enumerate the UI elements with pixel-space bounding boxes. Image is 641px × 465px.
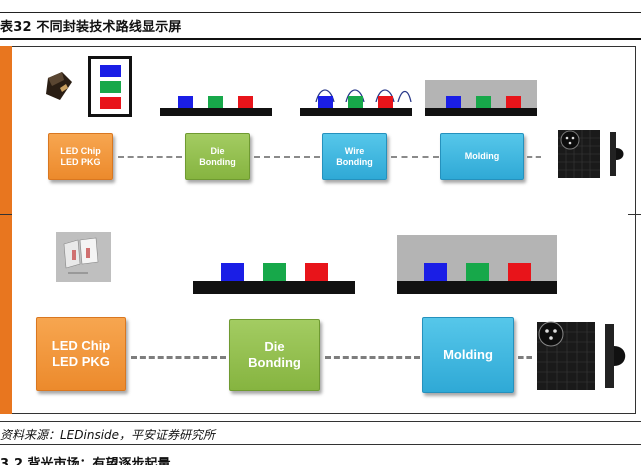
step-die-bonding: Die Bonding <box>185 133 250 180</box>
blue-chip <box>178 96 193 108</box>
header-top-rule <box>0 12 641 13</box>
header-bottom-rule <box>0 38 641 40</box>
step-wire-bonding: Wire Bonding <box>322 133 387 180</box>
footer-rule-bottom <box>0 444 641 445</box>
step-die-bonding: Die Bonding <box>229 319 320 391</box>
row-divider-left <box>0 214 12 215</box>
footer-rule <box>0 421 641 422</box>
blue-chip <box>318 96 333 108</box>
red-chip <box>238 96 253 108</box>
blue-chip <box>100 65 121 77</box>
left-accent-strip <box>0 46 12 414</box>
flow-connector <box>254 156 320 158</box>
red-chip <box>506 96 521 108</box>
section-heading: 3.2 背光市场：有望逐步起量 <box>0 457 171 465</box>
flow-connector <box>325 356 420 359</box>
step-led-chip-pkg: LED Chip LED PKG <box>48 133 113 180</box>
smd-package-photo <box>56 232 111 282</box>
green-chip <box>348 96 363 108</box>
flow-connector <box>518 356 532 359</box>
substrate-bar <box>397 281 557 294</box>
flow-connector <box>391 156 439 158</box>
blue-chip <box>221 263 244 281</box>
blue-chip <box>424 263 447 281</box>
green-chip <box>263 263 286 281</box>
figure-title: 表32 不同封装技术路线显示屏 <box>0 20 182 35</box>
green-chip <box>100 81 121 93</box>
substrate-bar <box>160 108 272 116</box>
red-chip <box>508 263 531 281</box>
step-molding: Molding <box>440 133 524 180</box>
flow-connector <box>118 156 182 158</box>
step-molding: Molding <box>422 317 514 393</box>
display-module-icon <box>537 321 626 390</box>
flow-connector <box>527 156 541 158</box>
source-note: 资料来源：LEDinside，平安证券研究所 <box>0 428 216 442</box>
green-chip <box>466 263 489 281</box>
substrate-bar <box>300 108 412 116</box>
step-led-chip-pkg: LED Chip LED PKG <box>36 317 126 391</box>
led-chip-photo <box>46 72 72 100</box>
red-chip <box>305 263 328 281</box>
display-module-icon <box>558 130 624 178</box>
substrate-bar <box>193 281 355 294</box>
red-chip <box>100 97 121 109</box>
rgb-chip-legend <box>88 56 132 117</box>
blue-chip <box>446 96 461 108</box>
row-divider-right <box>628 214 641 215</box>
green-chip <box>476 96 491 108</box>
green-chip <box>208 96 223 108</box>
figure-frame <box>0 46 636 414</box>
flow-connector <box>131 356 226 359</box>
red-chip <box>378 96 393 108</box>
substrate-bar <box>425 108 537 116</box>
